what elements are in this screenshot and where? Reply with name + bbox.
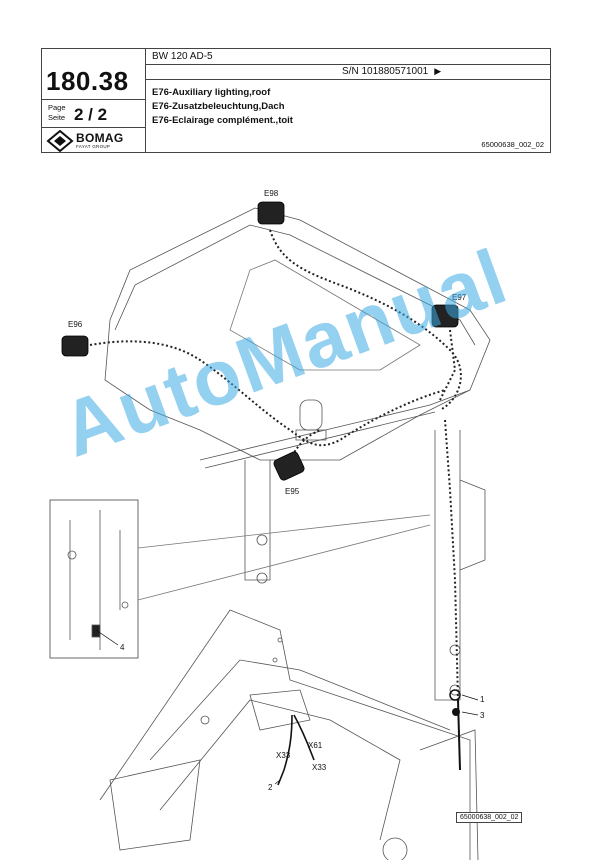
arrow-right-icon: ▶ xyxy=(434,66,442,76)
callout-1: 1 xyxy=(480,695,485,704)
label-e97: E97 xyxy=(452,293,467,302)
technical-drawing: E98 E97 E96 E95 1 3 2 4 X61 X33 X33 xyxy=(49,189,491,860)
section-number: 180.38 xyxy=(46,66,129,96)
title-en: E76-Auxiliary lighting,roof xyxy=(152,87,271,98)
title-de: E76-Zusatzbeleuchtung,Dach xyxy=(152,101,285,112)
lamp-e98-icon xyxy=(257,201,285,225)
callout-2: 2 xyxy=(268,783,273,792)
logo-diamond-icon xyxy=(46,129,74,153)
page-title: E76-Auxiliary lighting,roof E76-Zusatzbe… xyxy=(152,86,293,128)
callout-4: 4 xyxy=(120,643,125,652)
label-x61: X61 xyxy=(308,741,323,750)
title-fr: E76-Eclairage complément.,toit xyxy=(152,115,293,126)
label-x33: X33 xyxy=(312,763,327,772)
figure-reference: 65000638_002_02 xyxy=(456,812,523,823)
divider xyxy=(145,79,550,80)
bomag-logo: BOMAG FAYAT GROUP xyxy=(46,129,142,153)
model-name: BW 120 AD-5 xyxy=(152,51,213,62)
label-e95: E95 xyxy=(285,487,300,496)
lamp-e97-icon xyxy=(431,304,459,328)
callout-3: 3 xyxy=(480,711,485,720)
lamp-e96-icon xyxy=(61,335,89,357)
page-value: 2 / 2 xyxy=(74,105,108,124)
lamp-e95-icon xyxy=(273,451,305,481)
serial-text: S/N 101880571001 xyxy=(342,66,429,77)
page-label-en: Page xyxy=(48,103,66,112)
divider xyxy=(145,64,550,65)
page-label-de: Seite xyxy=(48,113,66,122)
divider xyxy=(42,99,145,100)
logo-text: BOMAG xyxy=(76,131,124,145)
page-label: Page Seite xyxy=(48,103,66,123)
header-box: BW 120 AD-5 S/N 101880571001 ▶ 180.38 Pag… xyxy=(41,48,551,153)
label-e96: E96 xyxy=(68,320,83,329)
doc-reference: 65000638_002_02 xyxy=(481,140,544,149)
logo-subtext: FAYAT GROUP xyxy=(76,144,111,149)
label-x33: X33 xyxy=(276,751,291,760)
label-e98: E98 xyxy=(264,189,279,198)
divider xyxy=(145,49,146,152)
divider xyxy=(42,127,145,128)
serial-number: S/N 101880571001 ▶ xyxy=(342,66,441,77)
